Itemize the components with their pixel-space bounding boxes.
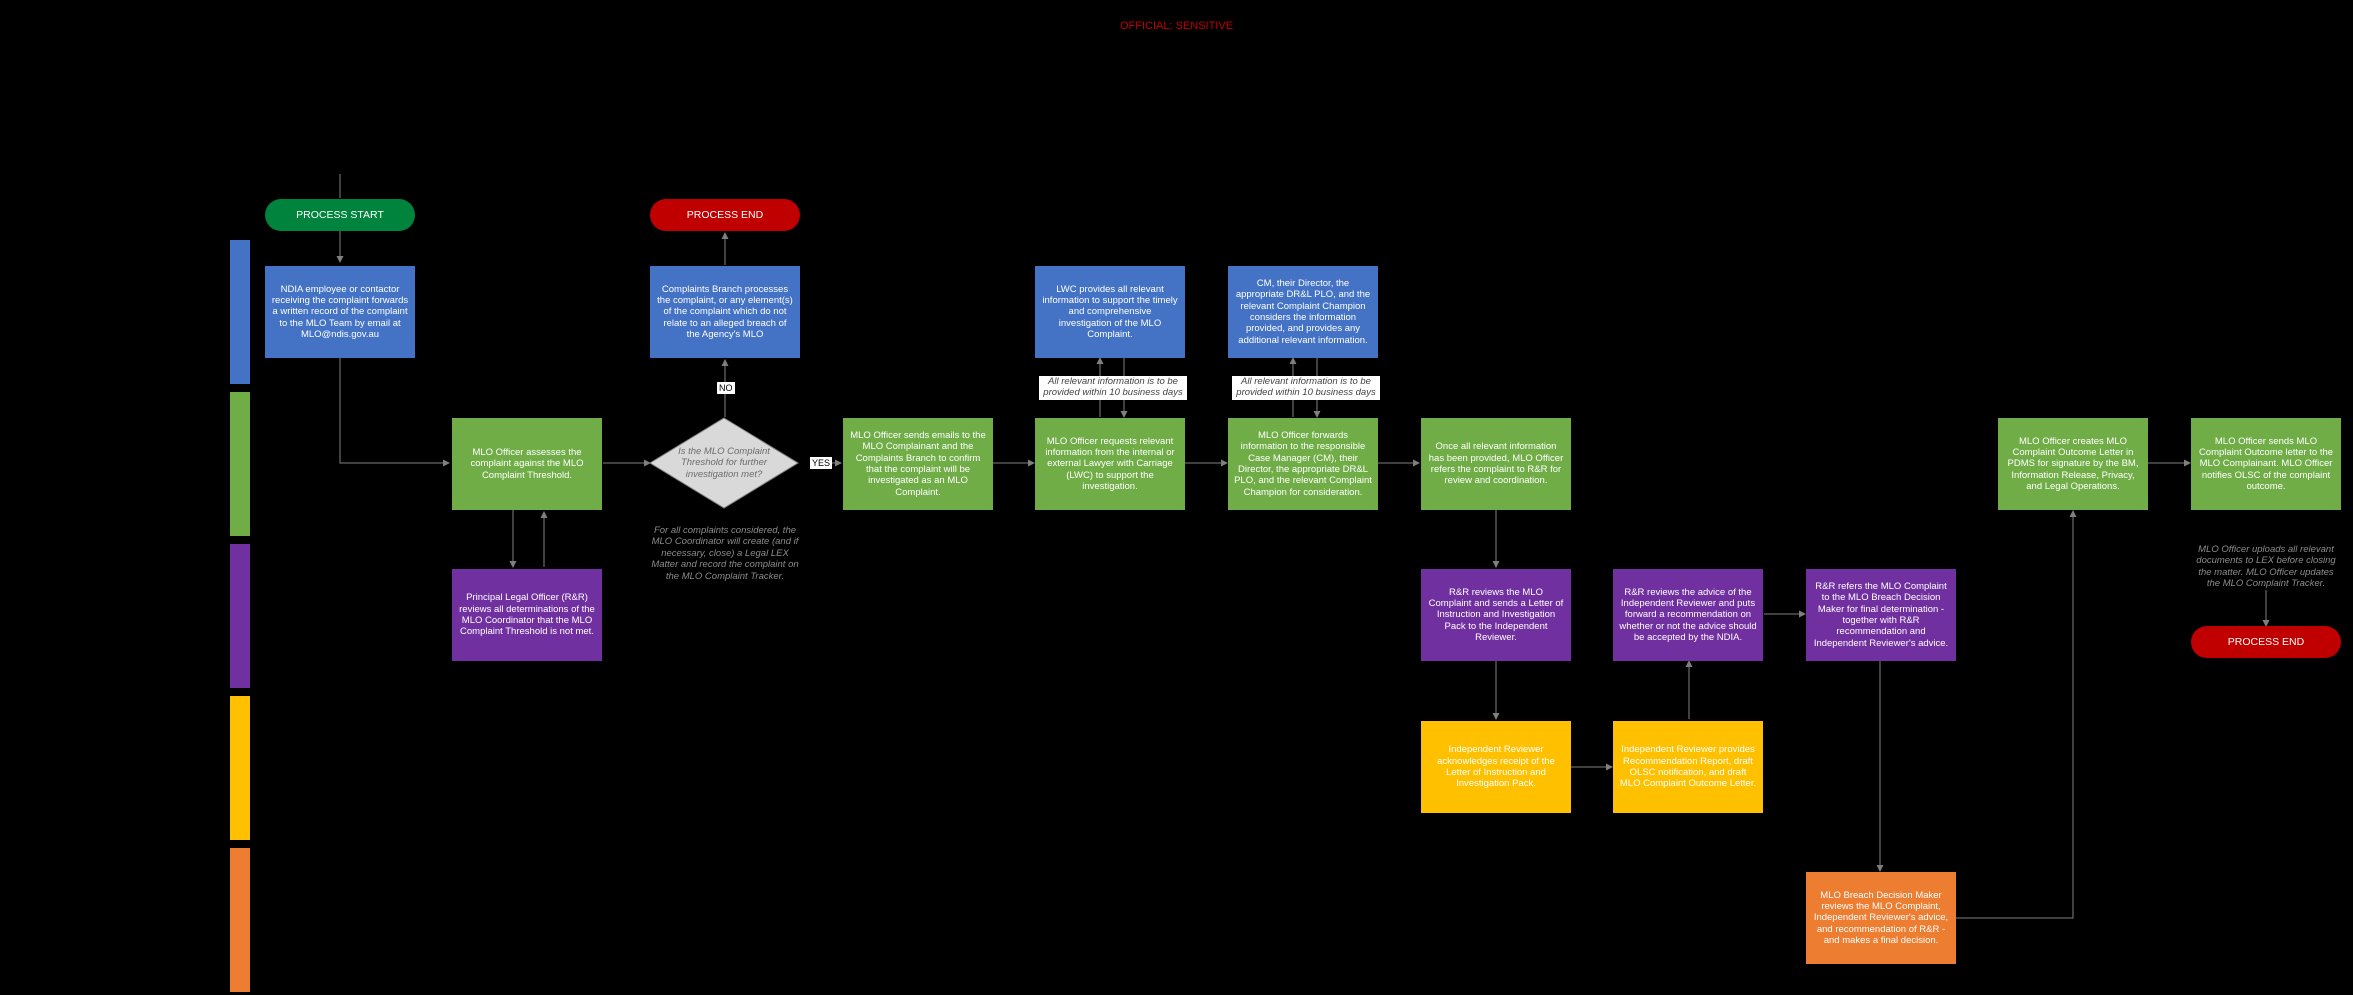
request-info-step: MLO Officer requests relevant informatio… [1035,418,1185,510]
cm-timeframe-note: All relevant information is to be provid… [1232,376,1380,400]
forward-info-step: MLO Officer forwards information to the … [1228,418,1378,510]
ir-acknowledges-step: Independent Reviewer acknowledges receip… [1421,721,1571,813]
ir-provides-step: Independent Reviewer provides Recommenda… [1613,721,1763,813]
process-start-terminal: PROCESS START [265,199,415,231]
coordinator-note: For all complaints considered, the MLO C… [651,525,799,582]
send-emails-step: MLO Officer sends emails to the MLO Comp… [843,418,993,510]
lwc-provides-step: LWC provides all relevant information to… [1035,266,1185,358]
yes-label: YES [810,457,833,469]
cm-considers-step: CM, their Director, the appropriate DR&L… [1228,266,1378,358]
send-outcome-step: MLO Officer sends MLO Complaint Outcome … [2191,418,2341,510]
decision-diamond-shape [649,417,799,509]
plo-review-step: Principal Legal Officer (R&R) reviews al… [452,569,602,661]
process-end-terminal-right: PROCESS END [2191,626,2341,658]
swimlane-bar-orange [230,848,250,992]
process-end-terminal-top: PROCESS END [650,199,800,231]
outcome-letter-step: MLO Officer creates MLO Complaint Outcom… [1998,418,2148,510]
lwc-timeframe-note: All relevant information is to be provid… [1039,376,1187,400]
no-label: NO [717,382,735,394]
decision-maker-step: MLO Breach Decision Maker reviews the ML… [1806,872,1956,964]
rr-advice-step: R&R reviews the advice of the Independen… [1613,569,1763,661]
swimlane-bar-blue [230,240,250,384]
swimlane-bar-green [230,392,250,536]
complaints-branch-step: Complaints Branch processes the complain… [650,266,800,358]
upload-note: MLO Officer uploads all relevant documen… [2196,544,2336,590]
assess-threshold-step: MLO Officer assesses the complaint again… [452,418,602,510]
rr-reviews-step: R&R reviews the MLO Complaint and sends … [1421,569,1571,661]
threshold-decision: Is the MLO Complaint Threshold for furth… [678,445,770,480]
swimlane-bar-yellow [230,696,250,840]
classification-header: OFFICIAL: SENSITIVE [1119,20,1234,32]
refer-rr-step: Once all relevant information has been p… [1421,418,1571,510]
rr-refers-dm-step: R&R refers the MLO Complaint to the MLO … [1806,569,1956,661]
ndia-receive-step: NDIA employee or contactor receiving the… [265,266,415,358]
swimlane-bar-purple [230,544,250,688]
